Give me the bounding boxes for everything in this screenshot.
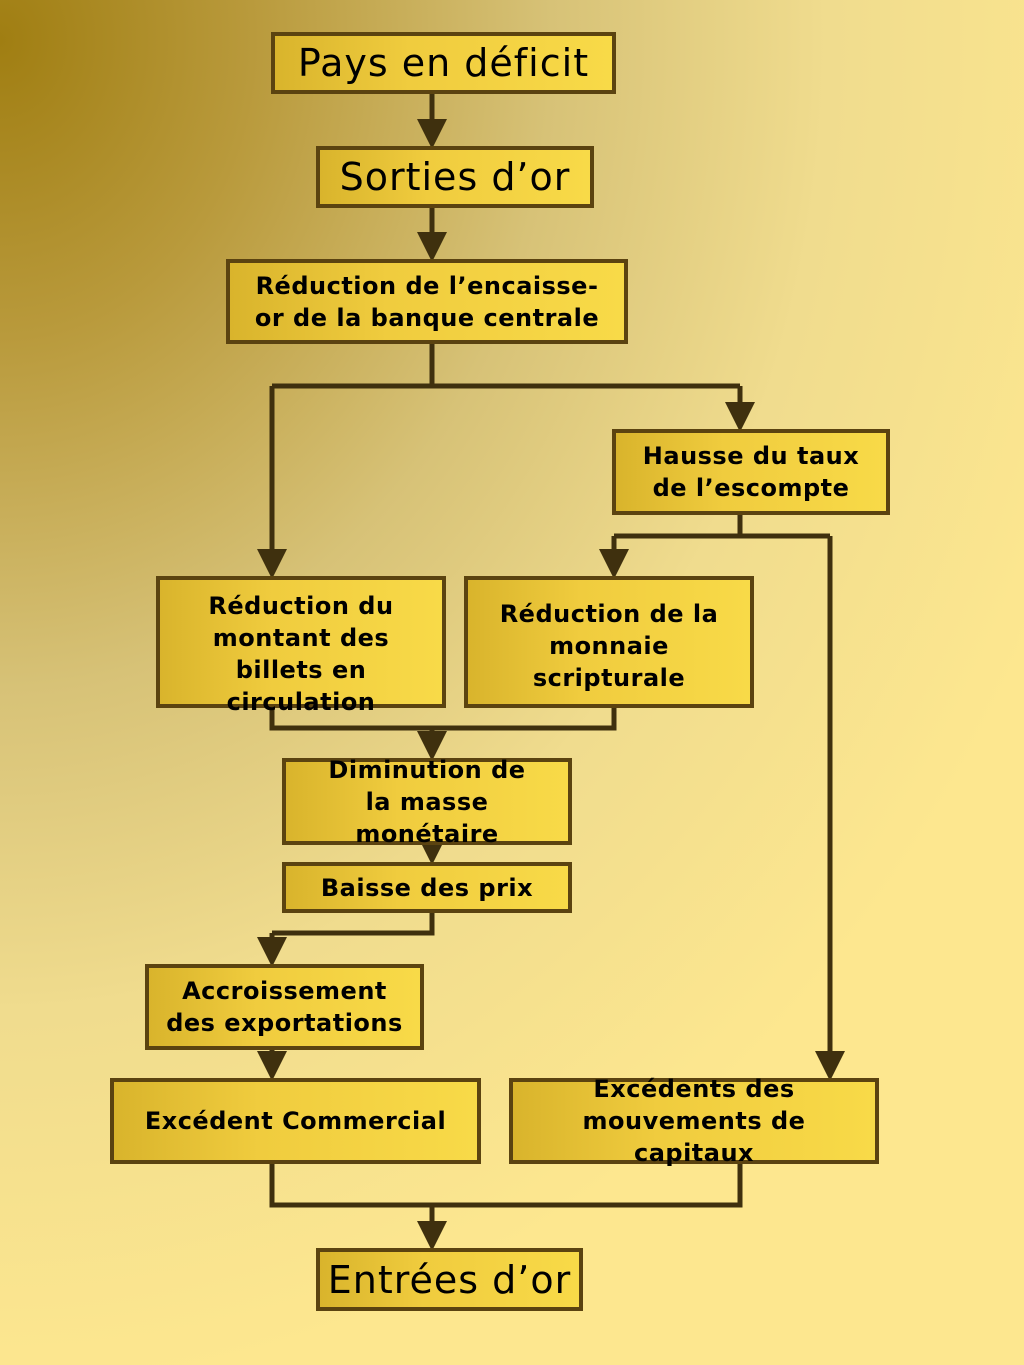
connector-escompte-split (614, 513, 830, 539)
node-entrees-d-or: Entrées d’or (316, 1248, 583, 1311)
node-pays-en-deficit: Pays en déficit (271, 32, 616, 94)
node-reduction-encaisse-or: Réduction de l’encaisse-or de la banque … (226, 259, 628, 344)
connector-merge-excedents (269, 1162, 743, 1208)
connector-prix-to-exportations (272, 911, 435, 936)
node-accroissement-exportations: Accroissement des exportations (145, 964, 424, 1050)
node-hausse-taux-escompte: Hausse du taux de l’escompte (612, 429, 890, 515)
node-sorties-d-or: Sorties d’or (316, 146, 594, 208)
node-diminution-masse-monetaire: Diminution de la masse monétaire (282, 756, 572, 848)
node-reduction-billets: Réduction du montant des billets en circ… (156, 576, 446, 716)
connector-encaisse-split (272, 342, 740, 389)
node-baisse-des-prix: Baisse des prix (282, 862, 572, 913)
node-reduction-monnaie-scripturale: Réduction de la monnaie scripturale (464, 576, 754, 708)
node-excedent-commercial: Excédent Commercial (110, 1078, 481, 1164)
node-excedents-mouvements-capitaux: Excédents des mouvements de capitaux (509, 1075, 879, 1167)
connector-merge-reductions (269, 706, 617, 731)
